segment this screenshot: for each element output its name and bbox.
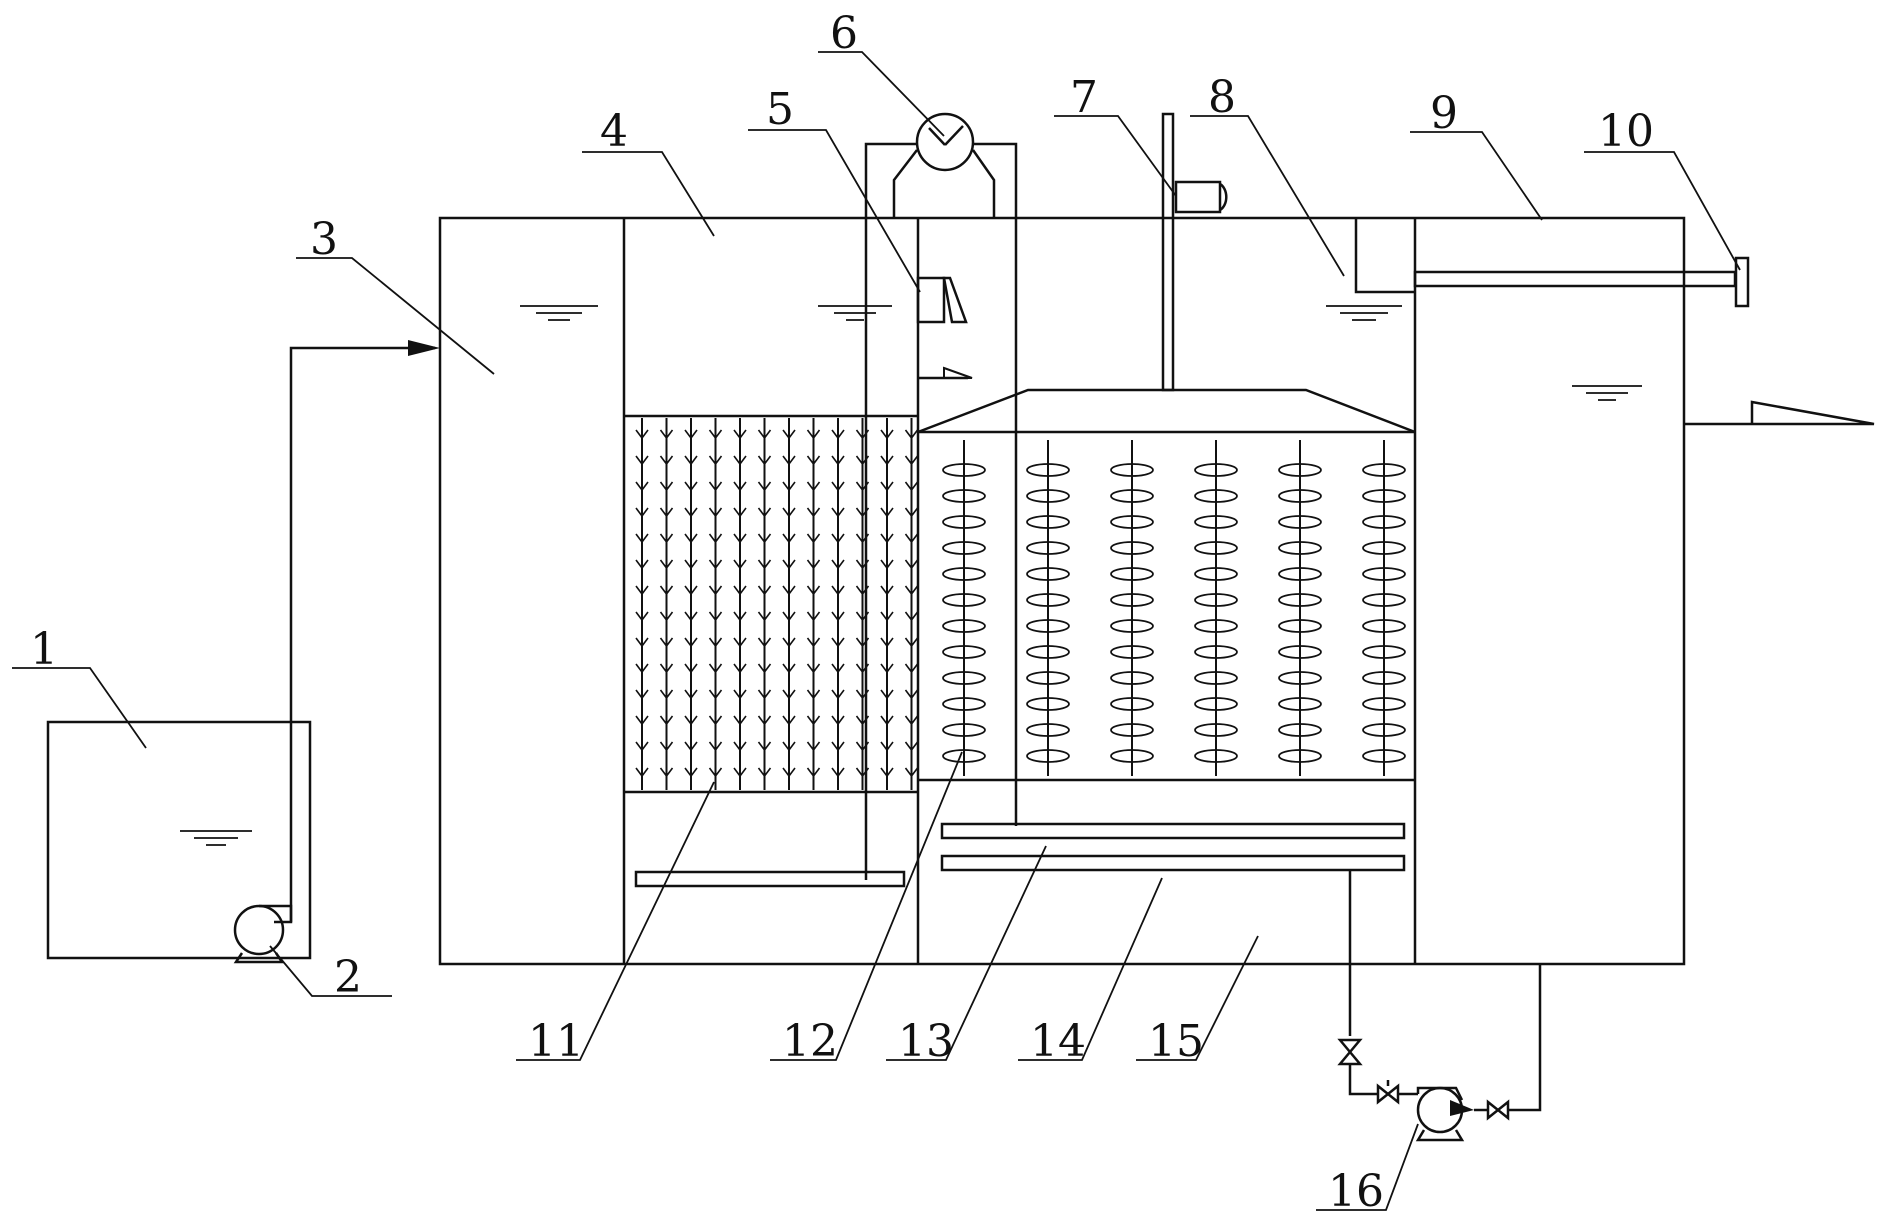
- biofilm-carrier-columns: [942, 440, 1406, 776]
- aeration-pipe-left: [634, 870, 906, 888]
- label-4: 4: [600, 106, 628, 157]
- callout-labels: 1 2 3 4 5 6 7 8 9 10 11 12 13 14 15 16: [30, 8, 1654, 1217]
- carrier-column: [1362, 440, 1406, 776]
- sludge-return-line: [1337, 870, 1542, 1142]
- packing-string: [831, 418, 845, 790]
- packing-string: [806, 418, 821, 790]
- label-15: 15: [1148, 1016, 1204, 1067]
- filler-zone: [624, 414, 919, 888]
- outlet-trough: [1354, 218, 1415, 294]
- packing-string: [708, 418, 723, 790]
- label-10: 10: [1598, 106, 1654, 157]
- packing-string: [782, 418, 796, 790]
- raw-water-tank: [46, 720, 312, 960]
- settling-tank: [1413, 256, 1875, 426]
- label-6: 6: [830, 8, 858, 59]
- label-7: 7: [1070, 72, 1098, 123]
- packing-string: [684, 418, 698, 790]
- carrier-column: [1110, 440, 1154, 776]
- packing-string: [635, 418, 649, 790]
- packing-strings: [635, 418, 919, 790]
- label-16: 16: [1328, 1166, 1384, 1217]
- carrier-column: [942, 440, 986, 776]
- carrier-column: [1194, 440, 1238, 776]
- packing-string: [880, 418, 894, 790]
- label-8: 8: [1208, 72, 1236, 123]
- rotating-reactor: [917, 112, 1416, 872]
- water-level-symbol: [180, 830, 252, 846]
- label-14: 14: [1030, 1016, 1086, 1067]
- reactor-body: [438, 216, 1686, 966]
- label-13: 13: [898, 1016, 954, 1067]
- overflow-weir: [916, 276, 973, 380]
- packing-string: [733, 418, 747, 790]
- water-level-symbols: [520, 305, 1642, 401]
- feed-pipe: [289, 340, 440, 922]
- label-9: 9: [1430, 88, 1458, 139]
- lift-pump: [233, 904, 293, 964]
- label-12: 12: [782, 1016, 838, 1067]
- label-11: 11: [528, 1016, 584, 1067]
- packing-string: [757, 418, 772, 790]
- label-5: 5: [766, 84, 794, 135]
- carrier-column: [1026, 440, 1070, 776]
- label-2: 2: [334, 952, 362, 1003]
- flow-arrow: [408, 340, 440, 356]
- packing-string: [904, 418, 919, 790]
- label-3: 3: [310, 214, 338, 265]
- air-blower: [864, 112, 1018, 880]
- aeration-pipe-13: [940, 822, 1406, 840]
- leader-lines: [12, 51, 1741, 1211]
- label-1: 1: [30, 624, 58, 675]
- aeration-pipe-14: [940, 854, 1406, 872]
- carrier-column: [1278, 440, 1322, 776]
- packing-string: [659, 418, 674, 790]
